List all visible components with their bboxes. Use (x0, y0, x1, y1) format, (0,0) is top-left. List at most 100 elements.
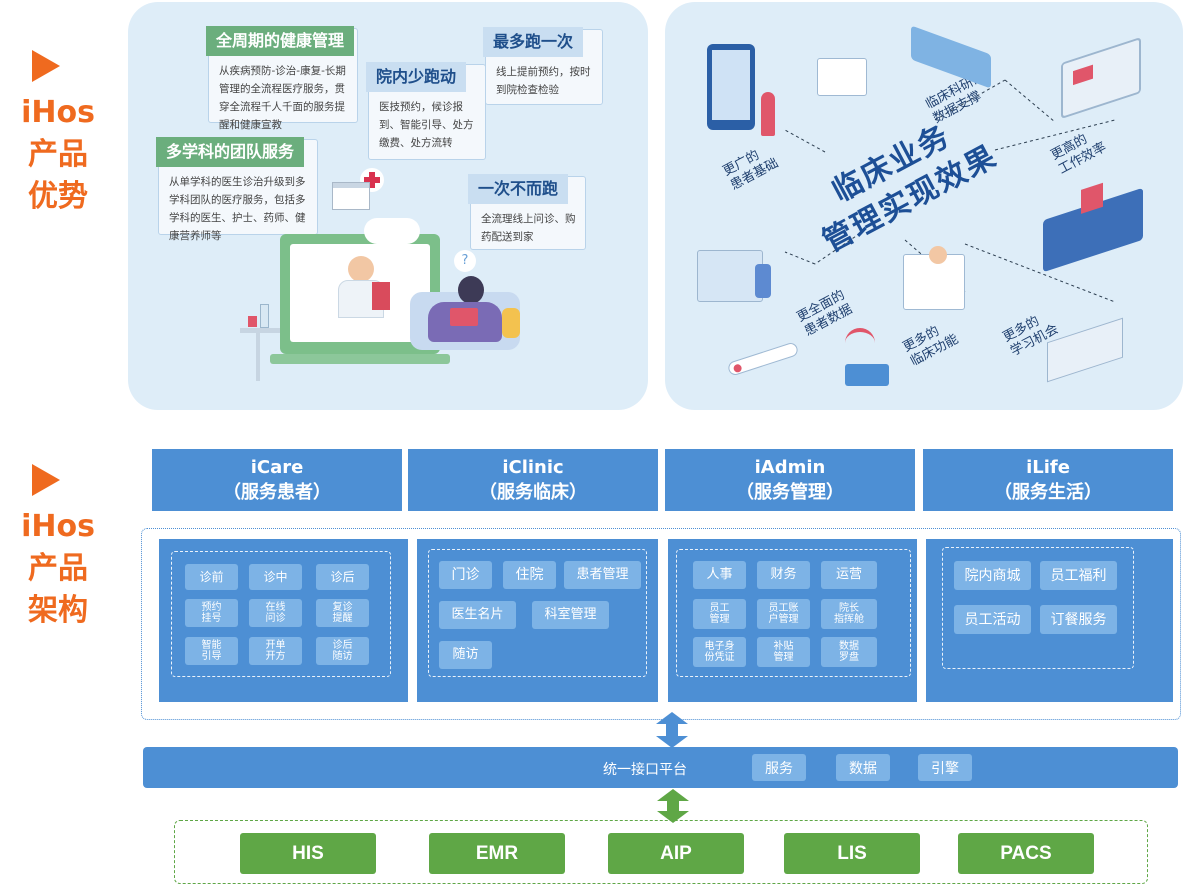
side-label-line: 架构 (28, 593, 88, 628)
browser-window-icon (332, 182, 370, 210)
module-name: iCare (250, 457, 304, 478)
tag-operations: 运营 (821, 561, 877, 589)
question-bubble-icon: ? (454, 250, 476, 272)
medical-cross-icon (360, 168, 384, 192)
card-title: 多学科的团队服务 (156, 137, 305, 167)
side-label-line: iHos (21, 509, 95, 544)
module-header-iadmin: iAdmin （服务管理） (665, 449, 915, 511)
module-name: iClinic (502, 457, 564, 478)
system-pacs: PACS (958, 833, 1094, 874)
tag-e-id: 电子身 份凭证 (693, 637, 746, 667)
triangle-icon (32, 464, 60, 496)
side-label-line: iHos (21, 95, 95, 130)
side-label-architecture: iHos 产品 架构 (18, 464, 98, 632)
tag-meal-ordering: 订餐服务 (1040, 605, 1117, 634)
module-header-ilife: iLife （服务生活） (923, 449, 1173, 511)
dotted-connectors (784, 79, 1116, 303)
tag-inpatient: 住院 (503, 561, 556, 589)
inner-dashed-frame (428, 549, 647, 677)
triangle-icon (32, 50, 60, 82)
tag-dean-cockpit: 院长 指挥舱 (821, 599, 877, 629)
card-title: 全周期的健康管理 (206, 26, 355, 56)
card-title: 院内少跑动 (366, 62, 467, 92)
pillow-icon (502, 308, 520, 338)
module-header-icare: iCare （服务患者） (152, 449, 402, 511)
tag-finance: 财务 (757, 561, 810, 589)
tag-staff-account: 员工账 户管理 (757, 599, 810, 629)
module-name: iAdmin (754, 457, 826, 478)
platform-title: 统一接口平台 (603, 762, 687, 778)
side-label-line: 产品 (28, 137, 88, 172)
platform-tag-engine: 引擎 (918, 754, 972, 781)
tag-follow-up: 诊后 随访 (316, 637, 369, 665)
module-sub: （服务生活） (994, 482, 1102, 503)
platform-tag-service: 服务 (752, 754, 806, 781)
monitor-stand (270, 354, 450, 364)
tag-patient-management: 患者管理 (564, 561, 641, 589)
tag-subsidy: 补贴 管理 (757, 637, 810, 667)
double-arrow-icon (657, 789, 689, 823)
inner-dashed-frame (676, 549, 911, 677)
tag-staff-management: 员工 管理 (693, 599, 746, 629)
monitor-device-icon (845, 364, 889, 386)
modules-container (141, 528, 1181, 720)
card-run-once: 最多跑一次 线上提前预约，按时到院检查检验 (483, 27, 603, 105)
screen-caption: 患者关系管理实现效果 (305, 328, 415, 341)
card-body: 从单学科的医生诊治升级到多学科团队的医疗服务，包括多学科的医生、护士、药师、健康… (169, 176, 306, 242)
clinical-business-panel: 临床业务 管理实现效果 更广的 患者基础 临床科研的 数据支撑 更高的 工作效率… (665, 2, 1183, 410)
doctor-figure-icon (348, 256, 374, 282)
card-no-running: 一次不而跑 全流理线上问诊、购药配送到家 (468, 174, 586, 250)
card-lifecycle-health: 全周期的健康管理 从疾病预防-诊治-康复-长期管理的全流程医疗服务，贯穿全流程千… (206, 26, 358, 131)
tag-revisit-reminder: 复诊 提醒 (316, 599, 369, 627)
tag-outpatient: 门诊 (439, 561, 492, 589)
module-box-iadmin: 人事 财务 运营 员工 管理 员工账 户管理 院长 指挥舱 电子身 份凭证 补贴… (668, 539, 917, 702)
wifi-icon (845, 328, 875, 352)
card-title: 最多跑一次 (483, 27, 584, 57)
card-body: 全流理线上问诊、购药配送到家 (481, 213, 576, 243)
platform-tag-data: 数据 (836, 754, 890, 781)
module-sub: （服务临床） (479, 482, 587, 503)
cup-icon (248, 316, 257, 327)
desk-doctor-illustration (817, 58, 867, 96)
tag-post-visit: 诊后 (316, 564, 369, 590)
card-body: 医技预约，候诊报到、智能引导、处方缴费、处方流转 (379, 101, 474, 149)
card-body: 线上提前预约，按时到院检查检验 (496, 66, 591, 96)
backend-systems-frame (174, 820, 1148, 884)
module-header-iclinic: iClinic （服务临床） (408, 449, 658, 511)
tag-smart-guide: 智能 引导 (185, 637, 238, 665)
system-his: HIS (240, 833, 376, 874)
doctor-head-icon (929, 246, 947, 264)
module-box-ilife: 院内商城 员工福利 员工活动 订餐服务 (926, 539, 1173, 702)
card-body: 从疾病预防-诊治-康复-长期管理的全流程医疗服务，贯穿全流程千人千面的服务提醒和… (219, 65, 346, 131)
tag-follow-up: 随访 (439, 641, 492, 669)
workstation-illustration (697, 250, 763, 302)
tag-hospital-mall: 院内商城 (954, 561, 1031, 590)
tag-staff-activities: 员工活动 (954, 605, 1031, 634)
card-less-running: 院内少跑动 医技预约，候诊报到、智能引导、处方缴费、处方流转 (366, 62, 486, 160)
tag-staff-welfare: 员工福利 (1040, 561, 1117, 590)
patient-figure-icon (458, 276, 484, 304)
person-figure-icon (761, 92, 775, 136)
system-lis: LIS (784, 833, 920, 874)
double-arrow-icon (656, 712, 688, 748)
tag-prescription: 开单 开方 (249, 637, 302, 665)
system-emr: EMR (429, 833, 565, 874)
tag-in-visit: 诊中 (249, 564, 302, 590)
module-box-icare: 诊前 诊中 诊后 预约 挂号 在线 问诊 复诊 提醒 智能 引导 开单 开方 诊… (159, 539, 408, 702)
tag-doctor-card: 医生名片 (439, 601, 516, 629)
side-table-icon (240, 328, 280, 333)
module-sub: （服务管理） (736, 482, 844, 503)
phone-doctor-illustration (707, 44, 755, 130)
card-title: 一次不而跑 (468, 174, 569, 204)
card-multidisciplinary-team: 多学科的团队服务 从单学科的医生诊治升级到多学科团队的医疗服务，包括多学科的医生… (156, 137, 318, 242)
module-name: iLife (1026, 457, 1070, 478)
module-box-iclinic: 门诊 住院 患者管理 医生名片 科室管理 随访 (417, 539, 658, 702)
bottle-icon (260, 304, 269, 328)
laptop-icon (450, 308, 478, 326)
tag-data-compass: 数据 罗盘 (821, 637, 877, 667)
tag-department-management: 科室管理 (532, 601, 609, 629)
tag-pre-visit: 诊前 (185, 564, 238, 590)
side-label-line: 产品 (28, 551, 88, 586)
inner-dashed-frame (942, 547, 1134, 669)
speech-bubble-icon (364, 218, 420, 244)
